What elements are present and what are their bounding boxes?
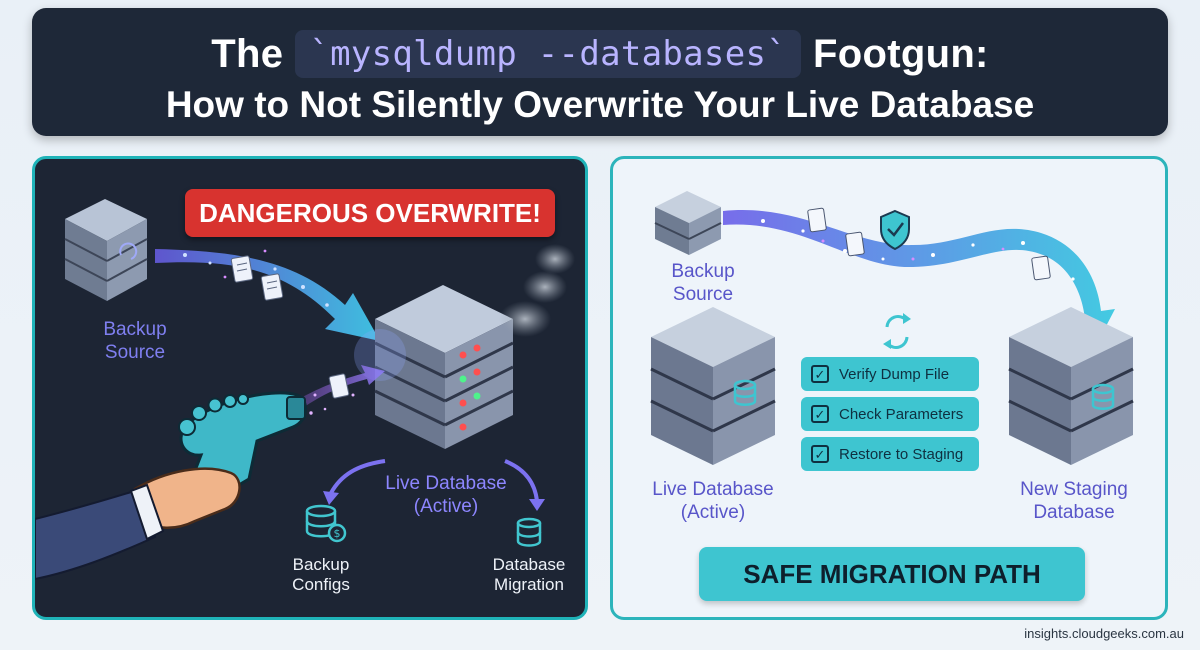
live-database-line-2: (Active) [680, 501, 746, 523]
staging-database-server-icon [1008, 307, 1134, 465]
config-arrow [329, 459, 386, 495]
live-database-label: Live Database (Active) [633, 479, 793, 525]
dump-file-icon-2 [328, 373, 350, 399]
dump-file-icon [807, 207, 1051, 281]
smoke-icon [499, 244, 575, 337]
hand-icon [35, 467, 241, 581]
backup-source-line-2: Source [672, 283, 734, 305]
database-migration-line-2: Migration [494, 575, 564, 595]
checkbox-icon: ✓ [811, 445, 829, 463]
title-code-chip: `mysqldump --databases` [295, 30, 802, 78]
title-panel: The `mysqldump --databases` Footgun: How… [32, 8, 1168, 136]
database-migration-line-1: Database [492, 555, 566, 574]
backup-source-line-1: Backup [671, 261, 735, 282]
check-parameters-label: Check Parameters [839, 405, 964, 423]
verify-dump-file-step: ✓ Verify Dump File [801, 357, 979, 391]
title-line-2: How to Not Silently Overwrite Your Live … [165, 84, 1035, 125]
site-watermark: insights.cloudgeeks.com.au [1024, 626, 1184, 641]
backup-source-line-1: Backup [103, 319, 167, 340]
check-parameters-step: ✓ Check Parameters [801, 397, 979, 431]
safe-migration-banner: SAFE MIGRATION PATH [699, 547, 1085, 601]
flow-particles [761, 219, 1075, 281]
live-database-label: Live Database (Active) [371, 473, 521, 519]
backup-source-label: Backup Source [653, 261, 753, 307]
safe-illustration [650, 191, 1134, 465]
title-prefix: The [211, 31, 284, 76]
database-migration-label: Database Migration [481, 555, 577, 596]
backup-configs-line-1: Backup [292, 555, 350, 574]
backup-configs-db-icon: $ [305, 504, 347, 543]
restore-to-staging-step: ✓ Restore to Staging [801, 437, 979, 471]
gun-blast-arrow [285, 365, 385, 415]
staging-database-line-1: New Staging [1020, 479, 1128, 500]
sync-icon [883, 313, 911, 349]
live-database-line-1: Live Database [652, 479, 774, 500]
overwrite-flow-arrow [155, 249, 380, 341]
dump-file-icon [230, 255, 284, 301]
backup-configs-label: Backup Configs [281, 555, 361, 596]
backup-source-label: Backup Source [75, 319, 195, 365]
safe-flow-arrow [723, 210, 1115, 355]
live-database-server-icon [650, 307, 776, 465]
title-line-1: The `mysqldump --databases` Footgun: [32, 30, 1168, 78]
safe-migration-panel: Backup Source Live Database (Active) New… [610, 156, 1168, 620]
checkbox-icon: ✓ [811, 365, 829, 383]
database-migration-db-icon [516, 517, 542, 547]
dangerous-overwrite-panel: $ DANGEROUS OVERWRITE! Backup Source Liv… [32, 156, 588, 620]
migration-arrow [504, 459, 539, 502]
live-database-line-1: Live Database [385, 473, 507, 494]
staging-database-line-2: Database [1033, 501, 1115, 523]
danger-illustration: $ [35, 199, 575, 581]
backup-source-server-icon [64, 199, 148, 301]
restore-to-staging-label: Restore to Staging [839, 445, 964, 463]
checkbox-icon: ✓ [811, 405, 829, 423]
verify-dump-file-label: Verify Dump File [839, 365, 950, 383]
svg-text:$: $ [334, 527, 341, 540]
shield-check-icon [880, 209, 910, 251]
title-suffix: Footgun: [813, 31, 989, 76]
backup-source-server-icon [654, 191, 722, 255]
backup-configs-line-2: Configs [292, 575, 350, 595]
backup-source-line-2: Source [104, 341, 166, 363]
live-database-server-icon [374, 285, 514, 449]
staging-database-label: New Staging Database [999, 479, 1149, 525]
live-database-line-2: (Active) [413, 495, 479, 517]
danger-banner: DANGEROUS OVERWRITE! [185, 189, 555, 237]
